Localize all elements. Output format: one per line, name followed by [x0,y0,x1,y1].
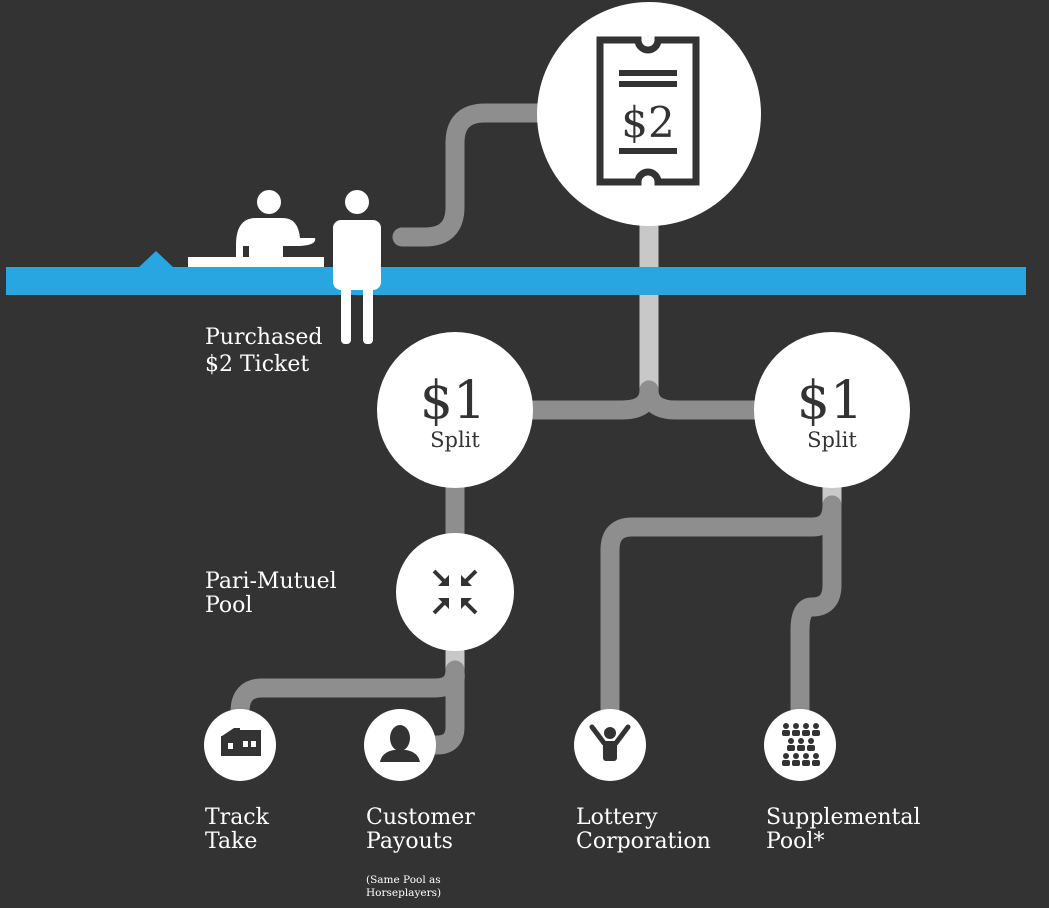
customer-payouts-line2: Payouts [366,829,453,854]
split-node-left: $1 Split [377,332,533,488]
purchased-line1: Purchased [205,325,323,350]
track-to-supplemental [790,495,842,722]
note-line1: (Same Pool as [366,874,441,886]
ticket-node: $2 [537,2,761,226]
lottery-line2: Corporation [576,829,711,854]
flow-tracks [230,103,842,755]
track-split-left [522,380,659,420]
track-take-line2: Take [205,829,258,854]
track-to-payouts [415,670,465,755]
track-take-label: Track Take [205,806,269,854]
pool-line2: Pool [205,593,253,618]
counter [6,251,1026,295]
track-building-icon [221,728,261,756]
note-line2: Horseplayers) [366,887,442,899]
compress-arrows-icon [432,569,478,615]
person-bust-icon [380,725,420,762]
supplemental-line2: Pool* [766,829,825,854]
pool-line1: Pari-Mutuel [205,569,337,594]
split-amount: $1 [420,371,486,431]
clerk-icon [236,190,316,257]
counter-bump [138,251,174,268]
cheering-person-icon [589,724,631,761]
customer-payouts-label: Customer Payouts [366,806,475,854]
split-label: Split [430,428,480,452]
lottery-corporation-label: Lottery Corporation [576,806,711,854]
destination-track-take [204,709,276,781]
customer-icon [333,190,381,344]
track-to-track-take [230,660,465,722]
pool-node [396,533,514,651]
crowd-icon [782,723,820,766]
supplemental-pool-label: Supplemental Pool* [766,806,921,854]
supplemental-line1: Supplemental [766,805,921,830]
purchased-ticket-label: Purchased $2 Ticket [205,324,323,378]
pool-label: Pari-Mutuel Pool [205,570,337,618]
ticket-icon [596,36,700,186]
split-node-right: $1 Split [754,332,910,488]
lottery-line1: Lottery [576,805,658,830]
track-purchase-to-ticket [392,103,555,247]
customer-payouts-note: (Same Pool as Horseplayers) [366,874,441,900]
track-split-right [639,380,770,420]
destination-lottery [574,709,646,781]
track-take-line1: Track [205,805,269,830]
purchased-line2: $2 Ticket [205,352,310,377]
ticket-amount: $2 [621,98,674,147]
customer-payouts-line1: Customer [366,805,475,830]
counter-desk [188,257,324,267]
split-amount: $1 [797,371,863,431]
destination-supplemental [764,709,836,781]
counter-line [6,267,1026,295]
split-label: Split [807,428,857,452]
destination-customer-payouts [364,709,436,781]
clerk-desk-gap [243,246,249,257]
